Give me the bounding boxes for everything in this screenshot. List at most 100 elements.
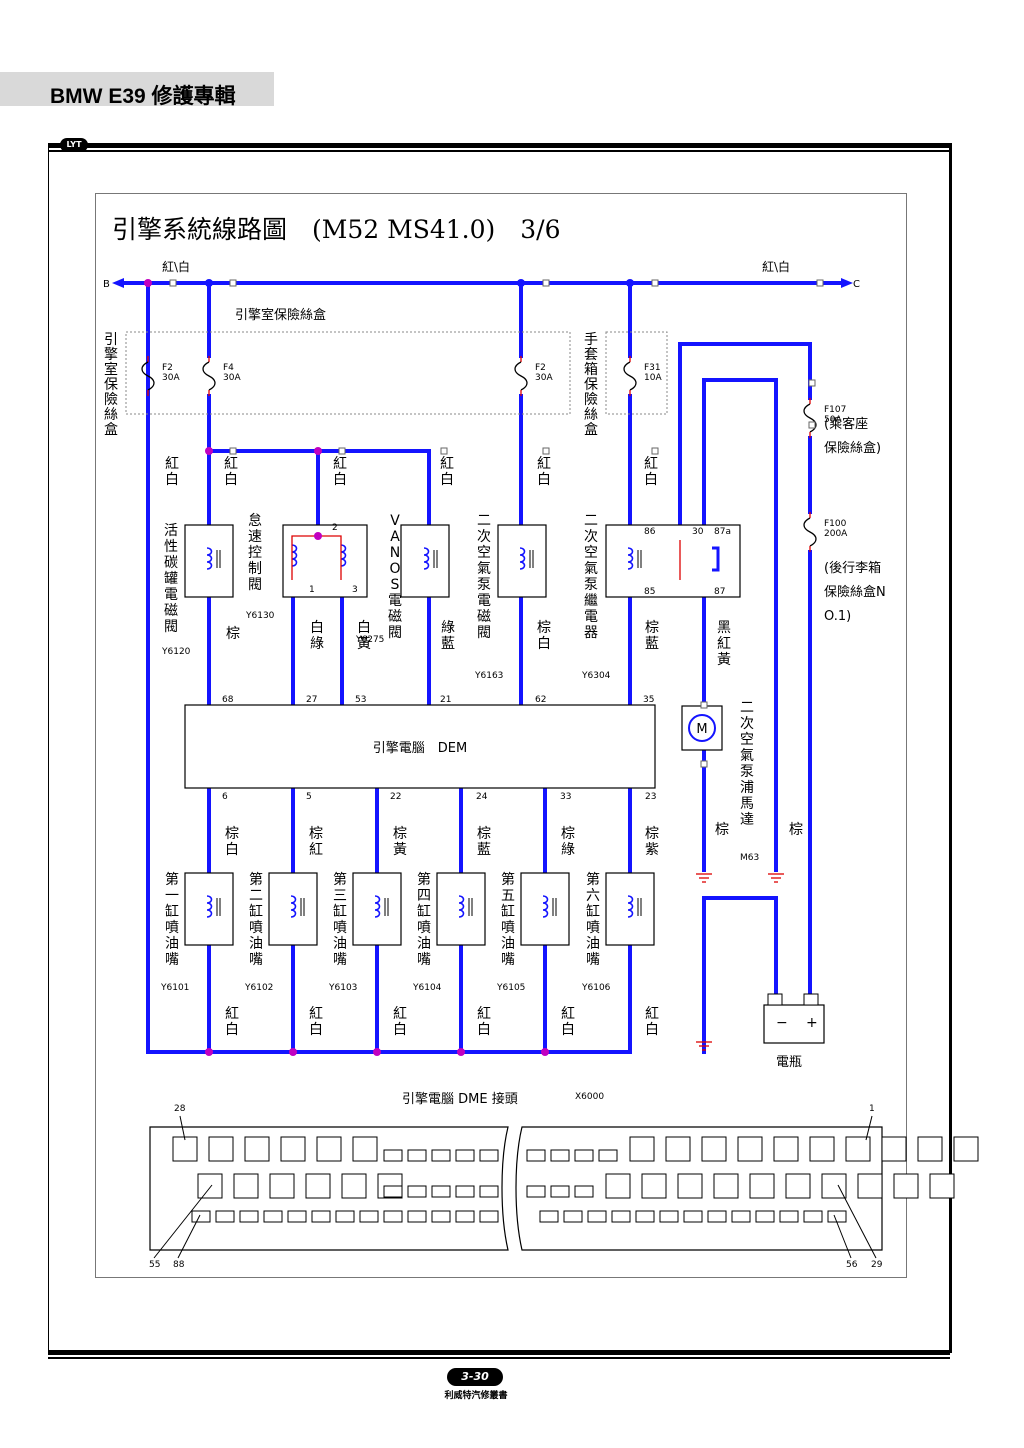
fuse-box-vlabel: 盒 [584, 421, 598, 438]
connector-pin [707, 1210, 727, 1223]
component-name: 電 [584, 609, 598, 625]
wire-color-label: 紫 [645, 842, 659, 858]
pin-label: 87a [714, 527, 731, 537]
coil-icon [458, 895, 465, 918]
wire-color-label: 紅 [561, 1006, 575, 1022]
relay-switch [712, 546, 720, 572]
ecu-pin: 27 [306, 695, 317, 705]
pin-label: 87 [714, 587, 725, 597]
fuse-rating: 200A [824, 529, 848, 539]
injector-name: 第 [586, 871, 600, 888]
motor-label: 空 [740, 732, 754, 748]
pin-pointer [177, 1214, 201, 1259]
connector-pin [953, 1136, 979, 1162]
coil-icon [627, 895, 634, 918]
connector-pin [244, 1136, 270, 1162]
wire-color-label: 棕 [537, 620, 551, 636]
terminal [651, 279, 659, 287]
fuse-box-vlabel: 引 [104, 332, 118, 348]
ecu-pin: 22 [390, 792, 401, 802]
ground-icon [695, 873, 713, 883]
connector-label: 引擎電腦 DME 接頭 [402, 1091, 518, 1107]
pin-pointer [179, 1115, 186, 1141]
connector-pin [809, 1136, 835, 1162]
junction-dot [517, 279, 525, 287]
wire-color-label: 白 [333, 472, 347, 488]
junction-dot [205, 447, 213, 455]
component-name: 器 [584, 625, 598, 641]
component-name: 磁 [388, 609, 402, 625]
bus-label: 紅\白 [162, 259, 190, 274]
terminal [816, 279, 824, 287]
fuse-rating: 30A [162, 373, 180, 383]
injector-box [605, 872, 655, 946]
coil-icon [290, 895, 297, 918]
f107-feed-wire [678, 342, 812, 400]
wire-color-label: 紅 [537, 456, 551, 472]
fuse-box-vlabel: 險 [104, 392, 118, 408]
bottom-rule-thin [48, 1357, 950, 1359]
injector-name: 油 [417, 936, 431, 952]
connector-pin [455, 1210, 475, 1223]
injector-code: Y6101 [160, 983, 189, 993]
wire-color-label: 紅 [224, 456, 238, 472]
component-code: Y6120 [161, 647, 191, 657]
terminal [700, 760, 708, 768]
injector-name: 噴 [165, 920, 179, 936]
connector-pin [755, 1210, 775, 1223]
connector-pin [629, 1136, 655, 1162]
ecu-pin: 5 [306, 792, 312, 802]
fuse-box-vlabel: 絲 [584, 407, 598, 423]
wire-color-label: 藍 [477, 842, 491, 858]
component-name: S [391, 577, 400, 593]
connector-pin [929, 1173, 955, 1199]
wire-color-label: 棕 [645, 620, 659, 636]
fuse-box-vlabel: 套 [584, 347, 598, 363]
ecu-pin: 21 [440, 695, 451, 705]
terminal [542, 279, 550, 287]
connector-pin [359, 1210, 379, 1223]
connector-pin [280, 1136, 306, 1162]
fuse-box-label: 引擎室保險絲盒 [235, 307, 326, 323]
fuse-box-vlabel: 擎 [104, 347, 118, 363]
connector-pin-label: 88 [173, 1260, 185, 1270]
pin-label: 2 [332, 523, 338, 533]
connector-pin [563, 1210, 583, 1223]
wire-color-label: 紅 [333, 456, 347, 472]
connector-pin [263, 1210, 283, 1223]
connector-pin [311, 1210, 331, 1223]
component-name: 性 [164, 539, 178, 555]
connector-pin [659, 1210, 679, 1223]
injector-name: 油 [501, 936, 515, 952]
header-title: BMW E39 修護專輯 [50, 85, 236, 108]
connector-pin [431, 1185, 451, 1198]
page-frame [48, 143, 952, 1353]
connector-pin [208, 1136, 234, 1162]
component-name: 碳 [164, 555, 178, 571]
component-name: V [390, 513, 400, 529]
fuse-box-vlabel: 絲 [104, 407, 118, 423]
wire-color-label: 白 [440, 472, 454, 488]
terminal [229, 279, 237, 287]
component-name: 閥 [248, 577, 262, 593]
wire-color-label: 白 [561, 1022, 575, 1038]
wire-color-label: 白 [537, 636, 551, 652]
terminal [440, 447, 448, 455]
motor-label: 馬 [740, 796, 754, 812]
wire-color-label: 白 [645, 1022, 659, 1038]
pin-pointer [865, 1115, 873, 1141]
junction-dot [457, 1048, 465, 1056]
injector-name: 油 [586, 936, 600, 952]
wire-color-label: 白 [310, 620, 324, 636]
fuse-rating: 10A [644, 373, 662, 383]
terminal [700, 701, 708, 709]
connector-pin [383, 1185, 403, 1198]
coil-icon [627, 547, 634, 570]
connector-pin [539, 1210, 559, 1223]
connector-pin [431, 1149, 451, 1162]
component-name: 怠 [248, 513, 262, 529]
component-code: Y6304 [581, 671, 611, 681]
fuse-name: F31 [644, 363, 661, 373]
component-name: 次 [477, 529, 491, 545]
